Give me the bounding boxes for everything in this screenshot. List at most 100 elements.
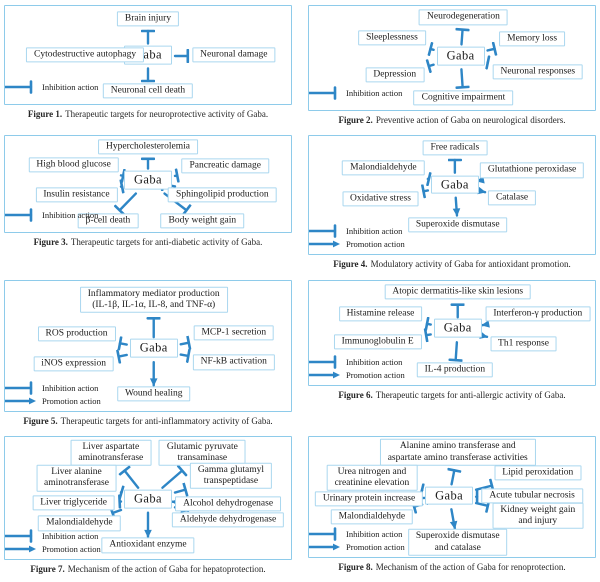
diagram-node: iNOS expression	[33, 356, 114, 371]
gaba-center-node: Gaba	[434, 319, 482, 338]
legend-label: Inhibition action	[346, 529, 402, 539]
legend: Inhibition action	[5, 80, 98, 94]
legend-label: Inhibition action	[346, 357, 402, 367]
gaba-center-node: Gaba	[431, 175, 479, 194]
promotion-connector	[485, 336, 487, 337]
figure-4-caption: Figure 4.Modulatory activity of Gaba for…	[310, 259, 594, 270]
inhibition-connector	[476, 503, 488, 506]
figure-1-caption: Figure 1.Therapeutic targets for neuropr…	[6, 109, 290, 120]
gaba-center-node: Gaba	[130, 339, 178, 358]
legend-item-inhibition: Inhibition action	[309, 225, 405, 237]
caption-text: Therapeutic targets for anti-diabetic ac…	[71, 237, 263, 247]
legend-item-inhibition: Inhibition action	[309, 356, 405, 368]
inhibition-connector	[125, 470, 139, 487]
legend-label: Promotion action	[42, 544, 101, 554]
diagram-node: Depression	[365, 67, 424, 82]
figure-8-caption: Figure 8.Mechanism of the action of Gaba…	[310, 562, 594, 573]
inhibition-connector	[119, 354, 127, 356]
caption-text: Therapeutic targets for anti-allergic ac…	[376, 390, 566, 400]
gaba-center-node: Gaba	[425, 486, 473, 505]
gaba-center-node: Gaba	[437, 47, 485, 66]
legend-item-promotion: Promotion action	[5, 543, 101, 555]
diagram-node: Neuronal cell death	[103, 84, 193, 99]
diagram-node: Sphingolipid production	[168, 187, 277, 202]
inhibition-connector	[120, 343, 127, 344]
legend-label: Inhibition action	[346, 88, 402, 98]
diagram-node: Urinary protein increase	[315, 492, 423, 507]
legend-item-promotion: Promotion action	[5, 395, 101, 407]
legend-label: Inhibition action	[42, 82, 98, 92]
diagram-node: Lipid peroxidation	[494, 465, 581, 480]
figure-7-caption: Figure 7.Mechanism of the action of Gaba…	[6, 564, 290, 575]
inhibition-connector	[452, 470, 455, 484]
diagram-node: MCP-1 secretion	[193, 325, 274, 340]
legend-label: Promotion action	[346, 239, 405, 249]
caption-label: Figure 5.	[23, 416, 57, 426]
figure-3-caption: Figure 3.Therapeutic targets for anti-di…	[6, 237, 290, 248]
diagram-node: Immunoglobulin E	[334, 334, 422, 349]
inhibition-connector	[488, 49, 495, 51]
legend-item-inhibition: Inhibition action	[5, 81, 98, 93]
inhibition-connector	[424, 191, 428, 192]
legend-item-promotion: Promotion action	[309, 541, 405, 553]
caption-label: Figure 4.	[333, 259, 367, 269]
legend-label: Inhibition action	[42, 383, 98, 393]
inhibition-arrow-icon	[5, 208, 39, 222]
diagram-node: Neuronal damage	[192, 47, 275, 62]
diagram-node: Histamine release	[339, 306, 423, 321]
inhibition-connector	[181, 342, 189, 344]
promotion-arrow-icon	[5, 394, 39, 408]
diagram-node: Hypercholesterolemia	[98, 139, 198, 154]
inhibition-connector	[113, 510, 121, 513]
legend-item-promotion: Promotion action	[309, 369, 405, 381]
inhibition-arrow-icon	[309, 86, 343, 100]
legend-label: Inhibition action	[346, 226, 402, 236]
inhibition-arrow-icon	[309, 527, 343, 541]
caption-text: Therapeutic targets for anti-inflammator…	[61, 416, 273, 426]
diagram-node: Cognitive impairment	[414, 90, 514, 105]
diagram-node: Aldehyde dehydrogenase	[172, 512, 284, 527]
legend: Inhibition action	[5, 208, 98, 222]
figure-2-caption: Figure 2.Preventive action of Gaba on ne…	[310, 115, 594, 126]
diagram-node: NF-kB activation	[193, 355, 275, 370]
legend-label: Inhibition action	[42, 210, 98, 220]
inhibition-arrow-icon	[309, 224, 343, 238]
diagram-node: ROS production	[37, 326, 115, 341]
diagram-node: Neuronal responses	[492, 64, 583, 79]
figure-5-caption: Figure 5. Therapeutic targets for anti-in…	[6, 416, 290, 427]
diagram-node: Liver triglyceride	[32, 495, 115, 510]
legend: Inhibition action	[309, 86, 402, 100]
inhibition-connector	[181, 354, 189, 355]
caption-text: Preventive action of Gaba on neurologica…	[376, 115, 566, 125]
caption-text: Therapeutic targets for neuroprotective …	[65, 109, 268, 119]
caption-label: Figure 8.	[338, 562, 372, 572]
caption-label: Figure 1.	[28, 109, 62, 119]
promotion-arrow-icon	[309, 237, 343, 251]
diagram-node: Memory loss	[499, 32, 565, 47]
caption-text: Mechanism of the action of Gaba for hepa…	[68, 564, 266, 574]
inhibition-connector	[430, 49, 433, 50]
inhibition-arrow-icon	[309, 355, 343, 369]
promotion-arrow-icon	[309, 368, 343, 382]
legend-item-inhibition: Inhibition action	[5, 530, 101, 542]
diagram-node: Malondialdehyde	[342, 161, 424, 176]
promotion-connector	[482, 192, 485, 193]
diagram-node: Body weight gain	[161, 213, 245, 228]
diagram-node: Glutathione peroxidase	[480, 163, 584, 178]
